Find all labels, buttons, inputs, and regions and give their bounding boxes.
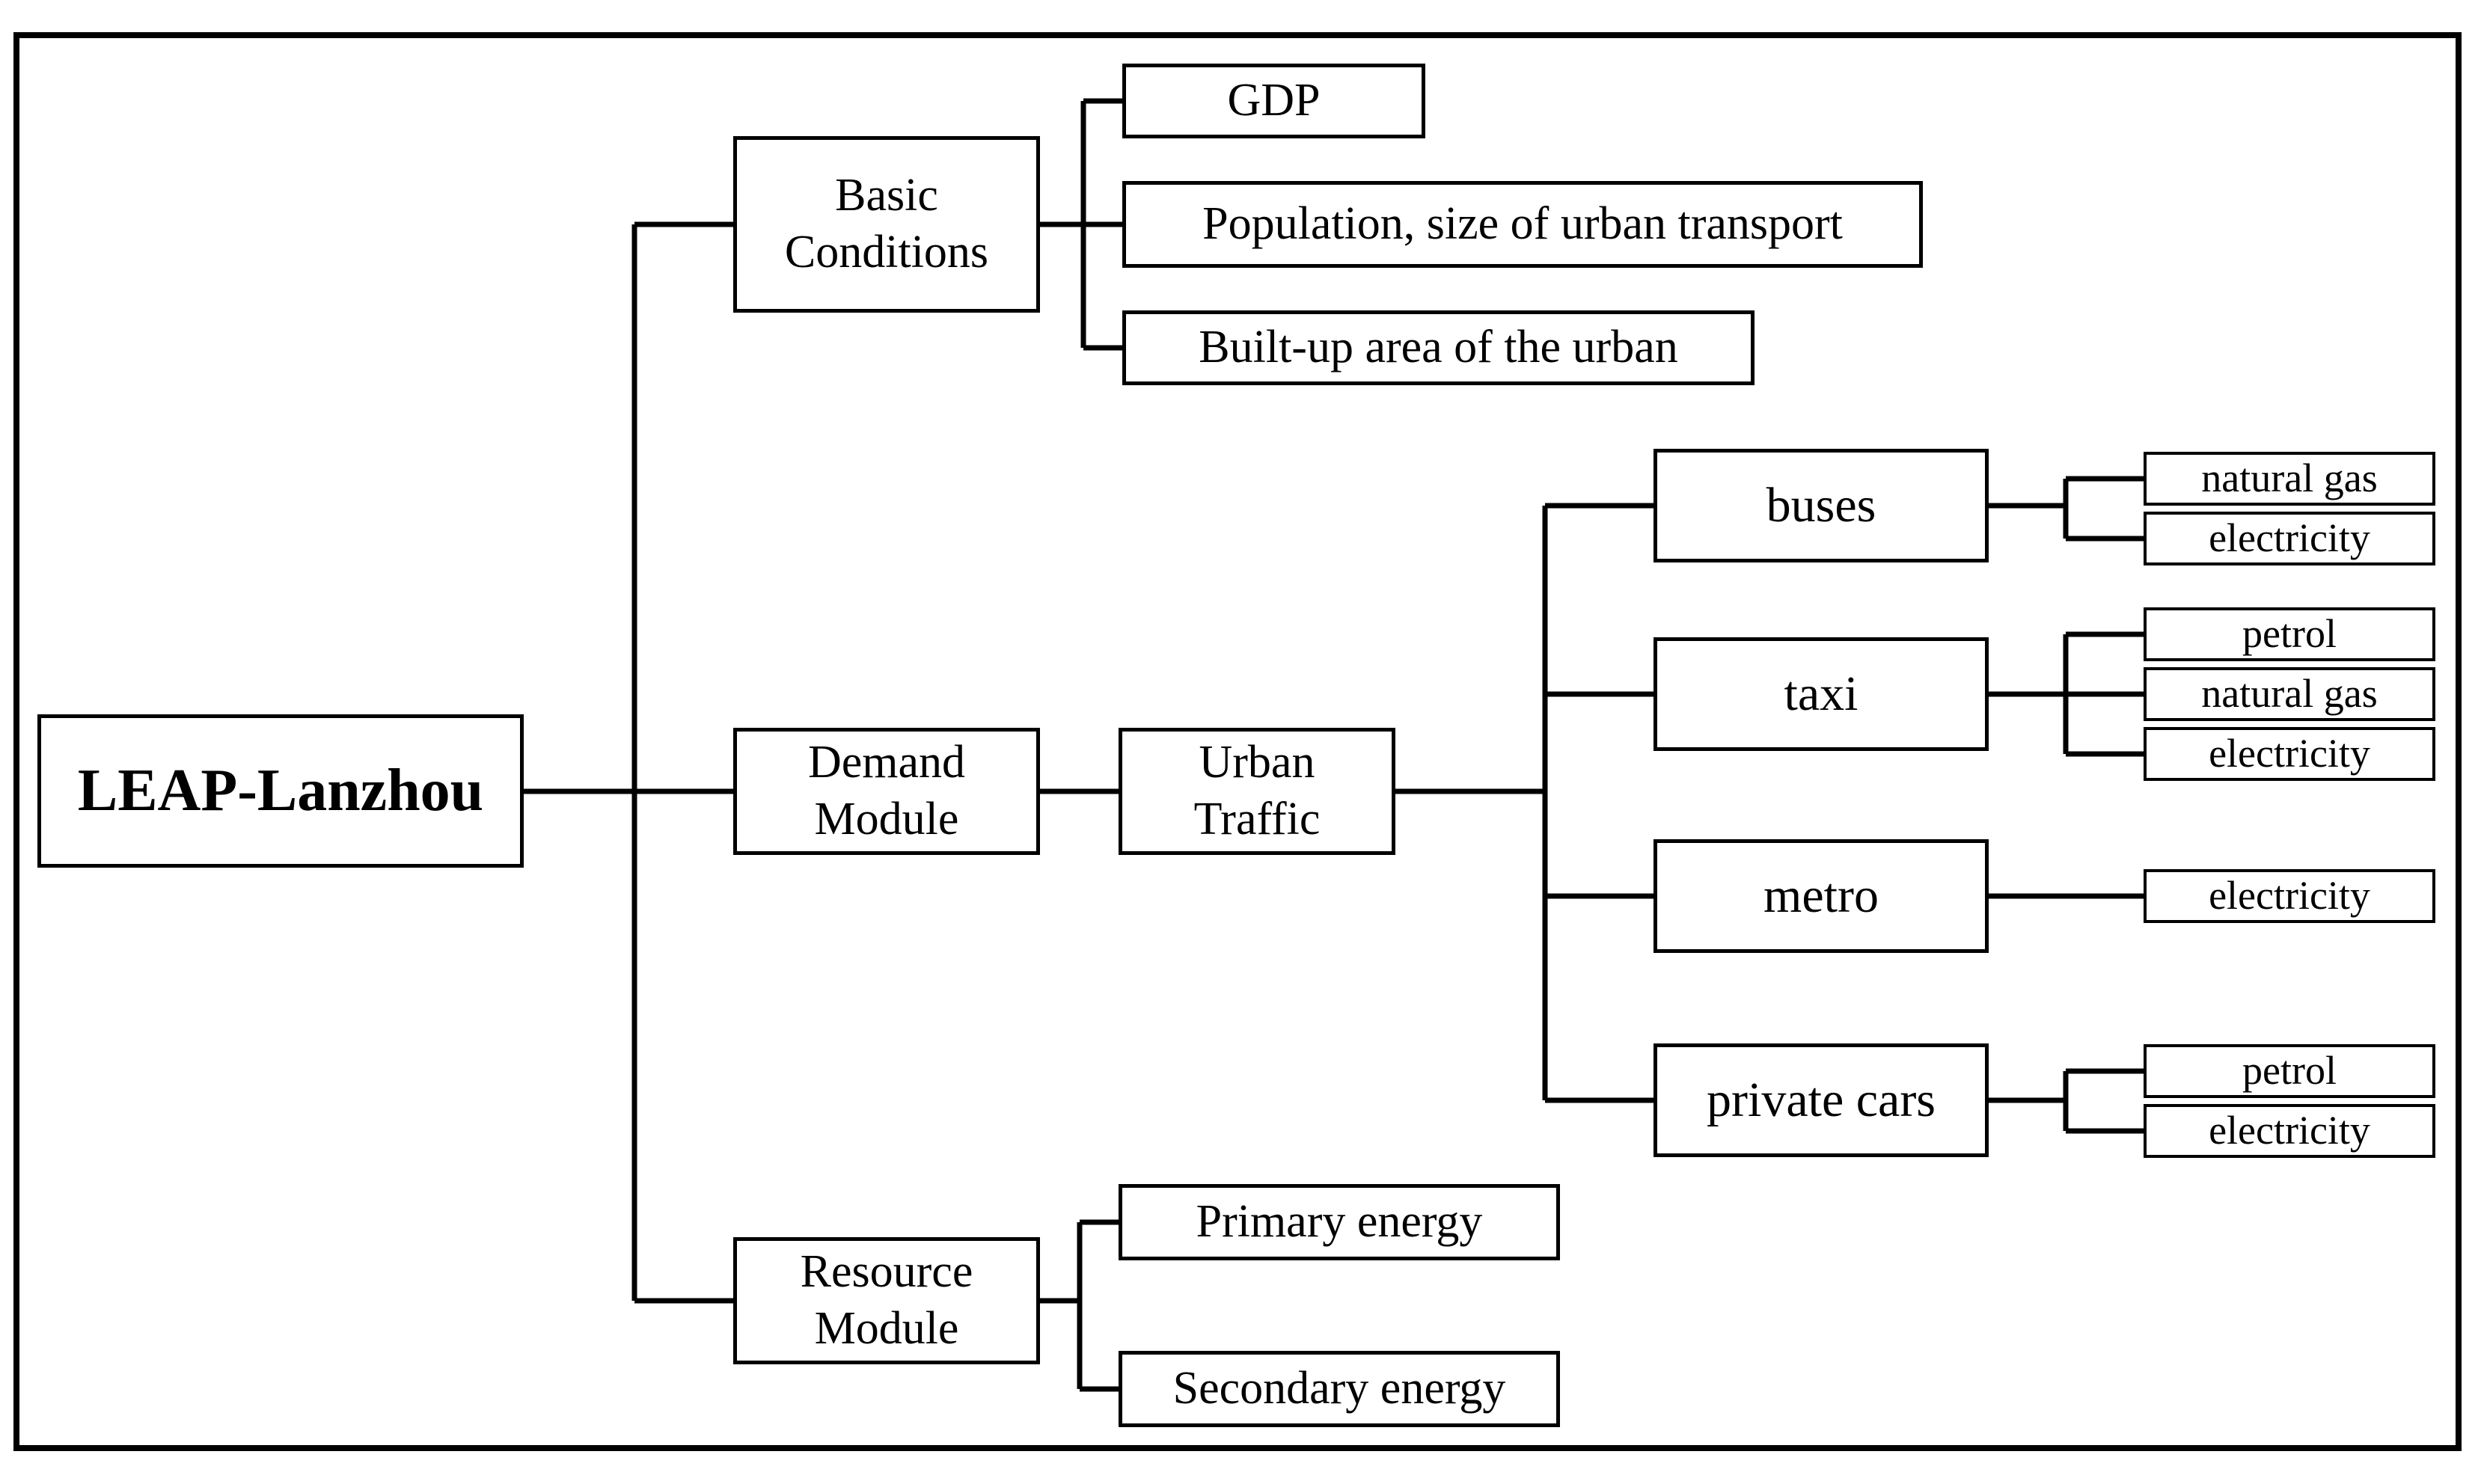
node-taxi-petrol: petrol <box>2144 607 2435 661</box>
node-population-size: Population, size of urban transport <box>1122 181 1923 268</box>
node-taxi-electricity: electricity <box>2144 727 2435 781</box>
node-built-up-area: Built-up area of the urban <box>1122 310 1755 385</box>
node-primary-energy: Primary energy <box>1119 1184 1560 1260</box>
node-private-cars: private cars <box>1654 1043 1989 1157</box>
node-buses-natural-gas: natural gas <box>2144 452 2435 506</box>
node-secondary-energy: Secondary energy <box>1119 1351 1560 1427</box>
node-resource-module: Resource Module <box>733 1237 1040 1364</box>
node-buses-electricity: electricity <box>2144 512 2435 565</box>
node-metro: metro <box>1654 839 1989 953</box>
node-leap-lanzhou: LEAP-Lanzhou <box>37 714 524 868</box>
node-urban-traffic: Urban Traffic <box>1119 728 1395 855</box>
node-private-cars-petrol: petrol <box>2144 1044 2435 1098</box>
node-basic-conditions: Basic Conditions <box>733 136 1040 313</box>
node-taxi-natural-gas: natural gas <box>2144 667 2435 721</box>
node-private-cars-electricity: electricity <box>2144 1104 2435 1158</box>
node-metro-electricity: electricity <box>2144 869 2435 923</box>
node-taxi: taxi <box>1654 637 1989 751</box>
node-gdp: GDP <box>1122 64 1425 138</box>
diagram-frame <box>13 32 2462 1451</box>
node-demand-module: Demand Module <box>733 728 1040 855</box>
node-buses: buses <box>1654 449 1989 562</box>
